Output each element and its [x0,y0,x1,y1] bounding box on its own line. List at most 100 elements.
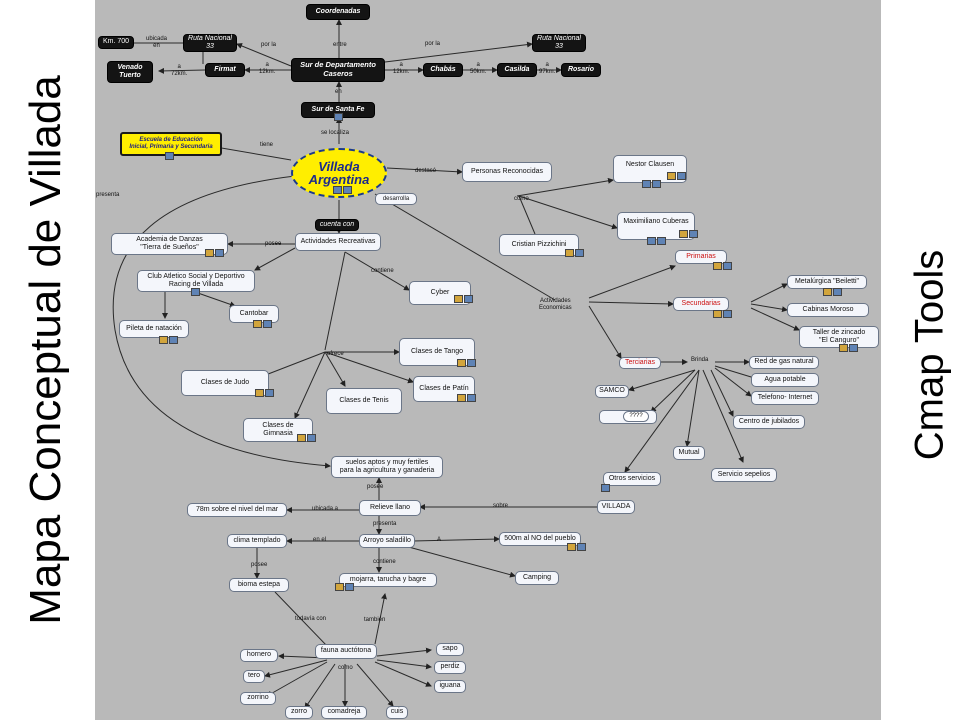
resource-icons[interactable] [333,186,352,194]
concept-ruta33-right[interactable]: Ruta Nacional 33 [532,34,586,52]
resource-icons[interactable] [667,172,686,180]
image-resource-icon[interactable] [677,172,686,180]
concept-agua-potable[interactable]: Agua potable [751,373,819,387]
image-resource-icon[interactable] [343,186,352,194]
link-cuenta-con[interactable]: cuenta con [315,219,359,231]
concept-samco[interactable]: SAMCO [595,385,629,398]
resource-icons[interactable] [567,543,586,551]
concept-otros-servicios[interactable]: Otros servicios [603,472,661,486]
concept-suelos-aptos[interactable]: suelos aptos y muy fertiles para la agri… [331,456,443,478]
concept-km700[interactable]: Km. 700 [98,36,134,49]
concept-camping[interactable]: Camping [515,571,559,585]
concept-bioma-estepa[interactable]: bioma estepa [229,578,289,592]
image-resource-icon[interactable] [265,389,274,397]
concept-cristian-pizzichini[interactable]: Cristian Pizzichini [499,234,579,256]
resource-icons[interactable] [457,394,476,402]
concept-secundarias[interactable]: Secundarias [673,297,729,311]
folder-icon[interactable] [823,288,832,296]
resource-icons[interactable] [823,288,842,296]
concept-mojarra-tarucha[interactable]: mojarra, tarucha y bagre [339,573,437,587]
resource-icons[interactable] [642,180,661,188]
concept-academia-danzas[interactable]: Academia de Danzas "Tierra de Sueños" [111,233,228,255]
resource-icons[interactable] [334,113,343,121]
folder-icon[interactable] [567,543,576,551]
resource-icons[interactable] [335,583,354,591]
concept-unknown-tooltip[interactable]: ???? [623,411,649,422]
concept-relieve-llano[interactable]: Relieve llano [359,500,421,516]
concept-zorrino[interactable]: zorrino [240,692,276,705]
image-resource-icon[interactable] [575,249,584,257]
resource-icons[interactable] [457,359,476,367]
image-resource-icon[interactable] [723,262,732,270]
resource-icons[interactable] [679,230,698,238]
concept-clima-templado[interactable]: clima templado [227,534,287,548]
concept-rosario[interactable]: Rosario [561,63,601,77]
image-resource-icon[interactable] [642,180,651,188]
image-resource-icon[interactable] [657,237,666,245]
folder-icon[interactable] [839,344,848,352]
concept-club-racing[interactable]: Club Atletico Social y Deportivo Racing … [137,270,255,292]
folder-icon[interactable] [297,434,306,442]
resource-icons[interactable] [647,237,666,245]
folder-icon[interactable] [253,320,262,328]
image-resource-icon[interactable] [849,344,858,352]
image-resource-icon[interactable] [577,543,586,551]
concept-clases-tenis[interactable]: Clases de Tenis [326,388,402,414]
folder-icon[interactable] [454,295,463,303]
concept-casilda[interactable]: Casilda [497,63,537,77]
resource-icons[interactable] [205,249,224,257]
concept-actividades-recreativas[interactable]: Actividades Recreativas [295,233,381,251]
concept-red-gas[interactable]: Red de gas natural [749,356,819,369]
resource-icons[interactable] [253,320,272,328]
folder-icon[interactable] [713,310,722,318]
image-resource-icon[interactable] [689,230,698,238]
concept-hornero[interactable]: hornero [240,649,278,662]
resource-icons[interactable] [255,389,274,397]
concept-actividades-economicas[interactable]: Actividades Economicas [539,298,572,311]
image-resource-icon[interactable] [165,152,174,160]
image-resource-icon[interactable] [169,336,178,344]
concept-metalurgica[interactable]: Metalúrgica "Beiletti" [787,275,867,289]
concept-chabas[interactable]: Chabás [423,63,463,77]
image-resource-icon[interactable] [215,249,224,257]
folder-icon[interactable] [159,336,168,344]
folder-icon[interactable] [205,249,214,257]
concept-arroyo-saladillo[interactable]: Arroyo saladillo [359,534,415,548]
image-resource-icon[interactable] [464,295,473,303]
concept-personas-reconocidas[interactable]: Personas Reconocidas [462,162,552,182]
concept-firmat[interactable]: Firmat [205,63,245,77]
resource-icons[interactable] [191,288,200,296]
concept-perdiz[interactable]: perdiz [434,661,466,674]
concept-clases-judo[interactable]: Clases de Judo [181,370,269,396]
image-resource-icon[interactable] [833,288,842,296]
image-resource-icon[interactable] [333,186,342,194]
resource-icons[interactable] [159,336,178,344]
image-resource-icon[interactable] [191,288,200,296]
image-resource-icon[interactable] [263,320,272,328]
concept-fauna-autoctona[interactable]: fauna auctótona [315,644,377,659]
resource-icons[interactable] [565,249,584,257]
central-concept-villada[interactable]: Villada Argentina [291,148,387,198]
concept-servicio-sepelios[interactable]: Servicio sepelios [711,468,777,482]
concept-cuis[interactable]: cuis [386,706,408,719]
concept-cyber[interactable]: Cyber [409,281,471,305]
image-resource-icon[interactable] [652,180,661,188]
folder-icon[interactable] [457,359,466,367]
resource-icons[interactable] [713,310,732,318]
concept-terciarias[interactable]: Terciarias [619,357,661,369]
resource-icons[interactable] [713,262,732,270]
image-resource-icon[interactable] [601,484,610,492]
concept-pileta-natacion[interactable]: Pileta de natación [119,320,189,338]
image-resource-icon[interactable] [647,237,656,245]
folder-icon[interactable] [713,262,722,270]
folder-icon[interactable] [457,394,466,402]
image-resource-icon[interactable] [723,310,732,318]
folder-icon[interactable] [667,172,676,180]
concept-mutual[interactable]: Mutual [673,446,705,460]
concept-cabinas-moroso[interactable]: Cabinas Moroso [787,303,869,317]
concept-primarias[interactable]: Primarias [675,250,727,264]
folder-icon[interactable] [255,389,264,397]
concept-telefono-internet[interactable]: Telefono- Internet [751,391,819,405]
image-resource-icon[interactable] [334,113,343,121]
concept-villada-caps[interactable]: VILLADA [597,500,635,514]
